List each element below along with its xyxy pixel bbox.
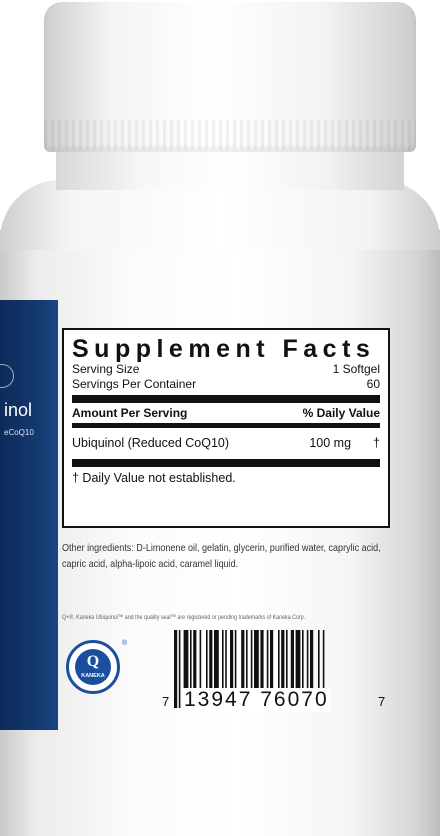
barcode-bar (214, 630, 219, 692)
barcode-digits: 13947 76070 (182, 688, 331, 712)
registered-mark: ® (122, 640, 128, 647)
barcode-bar (209, 630, 213, 692)
serving-size-label: Serving Size (72, 362, 140, 376)
dv-header: % Daily Value (302, 406, 380, 420)
barcode-bar (190, 630, 192, 692)
seal-symbol: Q (86, 653, 100, 670)
label-product-name-fragment: inol (4, 400, 33, 420)
bottle-shoulder (0, 180, 440, 250)
seal-brand: KANEKA (81, 673, 105, 679)
barcode-bar (222, 630, 224, 692)
barcode-bar (286, 630, 288, 692)
ingredient-dv: † (373, 436, 380, 450)
barcode-bar (322, 630, 325, 708)
barcode-bar (310, 630, 314, 692)
supplement-facts-panel: Supplement Facts Serving Size 1 Softgel … (62, 328, 390, 528)
ingredient-amount: 100 mg (309, 436, 352, 450)
cap-ribs (44, 120, 416, 150)
bottle-neck (56, 150, 404, 190)
barcode-bar (206, 630, 208, 692)
barcode-bar (199, 630, 202, 692)
servings-label: Servings Per Container (72, 377, 197, 391)
barcode-bar (270, 630, 274, 692)
barcode-bar (178, 630, 181, 708)
barcode-bar (254, 630, 259, 692)
servings-per-container-row: Servings Per Container 60 (72, 377, 380, 392)
barcode (174, 630, 325, 708)
label-product-sub-fragment: eCoQ10 (4, 428, 34, 437)
label-ring-graphic (0, 364, 14, 388)
barcode-bar (260, 630, 264, 692)
other-ingredients: Other ingredients: D-Limonene oil, gelat… (62, 542, 381, 570)
barcode-bar (281, 630, 285, 692)
barcode-bar (278, 630, 280, 692)
barcode-bar (234, 630, 237, 692)
trademark-note: Q+®, Kaneka Ubiquinol™ and the quality s… (62, 614, 306, 621)
divider-thick-2 (72, 459, 380, 467)
barcode-left-digit: 7 (162, 694, 170, 709)
barcode-bar (183, 630, 189, 692)
barcode-bar (225, 630, 227, 692)
footnote: † Daily Value not established. (72, 471, 236, 485)
ingredient-row: Ubiquinol (Reduced CoQ10) 100 mg † (72, 430, 380, 456)
barcode-bar (230, 630, 234, 692)
barcode-bar (266, 630, 269, 692)
kaneka-quality-seal: Q KANEKA (66, 640, 120, 694)
amount-header: Amount Per Serving (72, 406, 188, 420)
ingredient-name: Ubiquinol (Reduced CoQ10) (72, 436, 230, 450)
barcode-bar (241, 630, 245, 692)
barcode-bar (174, 630, 178, 708)
barcode-bar (295, 630, 301, 692)
bottle-cap (44, 2, 416, 152)
seal-inner: Q KANEKA (75, 649, 111, 685)
barcode-right-digit: 7 (378, 694, 386, 709)
barcode-bar (250, 630, 253, 708)
barcode-bar (193, 630, 197, 692)
facts-title: Supplement Facts (72, 335, 376, 363)
serving-size-value: 1 Softgel (332, 362, 380, 376)
divider-mid (72, 423, 380, 428)
serving-size-row: Serving Size 1 Softgel (72, 362, 380, 377)
barcode-bar (306, 630, 309, 692)
barcode-bar (318, 630, 320, 692)
amount-header-row: Amount Per Serving % Daily Value (72, 405, 380, 421)
barcode-bar (290, 630, 294, 692)
barcode-bar (302, 630, 304, 692)
barcode-bar (246, 630, 248, 692)
front-label-edge: inol eCoQ10 (0, 300, 58, 730)
servings-value: 60 (366, 377, 380, 391)
divider-thick (72, 395, 380, 403)
bottle-body (0, 230, 440, 836)
